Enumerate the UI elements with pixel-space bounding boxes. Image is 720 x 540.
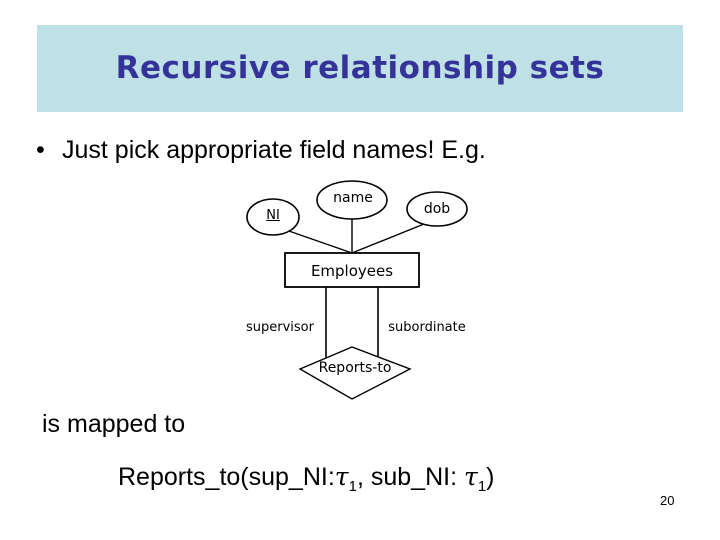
relation-suffix: ) — [486, 463, 495, 491]
relation-schema-text: Reports_to(sup_NI:τ1, sub_NI: τ1) — [118, 462, 494, 495]
mapped-to-text: is mapped to — [42, 410, 186, 438]
tau-subscript-1: 1 — [348, 478, 357, 495]
bullet-marker-icon: • — [36, 136, 45, 164]
relation-middle: , sub_NI: — [356, 463, 464, 491]
relation-prefix: Reports_to(sup_NI: — [118, 463, 335, 491]
connector-ni-to-employees — [285, 229, 353, 254]
bullet-text: Just pick appropriate field names! E.g. — [62, 136, 486, 164]
relationship-label-reports-to: Reports-to — [318, 360, 392, 376]
attribute-label-ni: NI — [266, 208, 280, 223]
entity-label-employees: Employees — [310, 262, 394, 280]
title-banner — [37, 25, 683, 112]
attribute-label-dob: dob — [423, 201, 451, 217]
tau-symbol-1: τ — [334, 462, 349, 491]
tau-symbol-2: τ — [463, 462, 478, 491]
page-title: Recursive relationship sets — [115, 50, 605, 86]
tau-subscript-2: 1 — [477, 478, 487, 495]
connector-dob-to-employees — [351, 223, 425, 254]
bullet-list-item: • Just pick appropriate field names! E.g. — [36, 136, 486, 165]
page-number: 20 — [660, 493, 675, 508]
role-label-supervisor: supervisor — [246, 320, 314, 335]
role-label-subordinate: subordinate — [388, 320, 466, 335]
attribute-label-name: name — [333, 190, 373, 206]
